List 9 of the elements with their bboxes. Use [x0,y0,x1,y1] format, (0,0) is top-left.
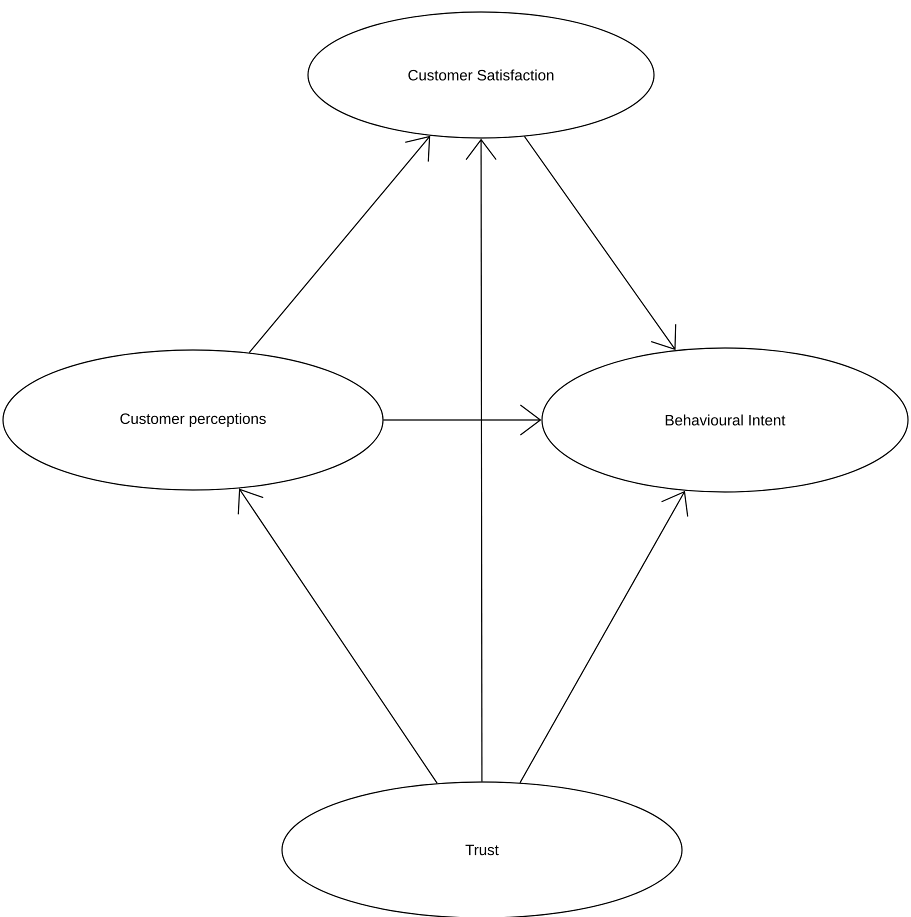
arrow [238,488,438,784]
arrow [524,136,676,350]
ellipse-node: Behavioural Intent [541,347,909,493]
ellipse-node: Customer Satisfaction [307,11,655,139]
arrow [466,138,497,782]
arrow [248,136,430,353]
ellipse-node: Customer perceptions [2,349,384,491]
arrow [520,490,688,783]
arrow [384,404,542,436]
